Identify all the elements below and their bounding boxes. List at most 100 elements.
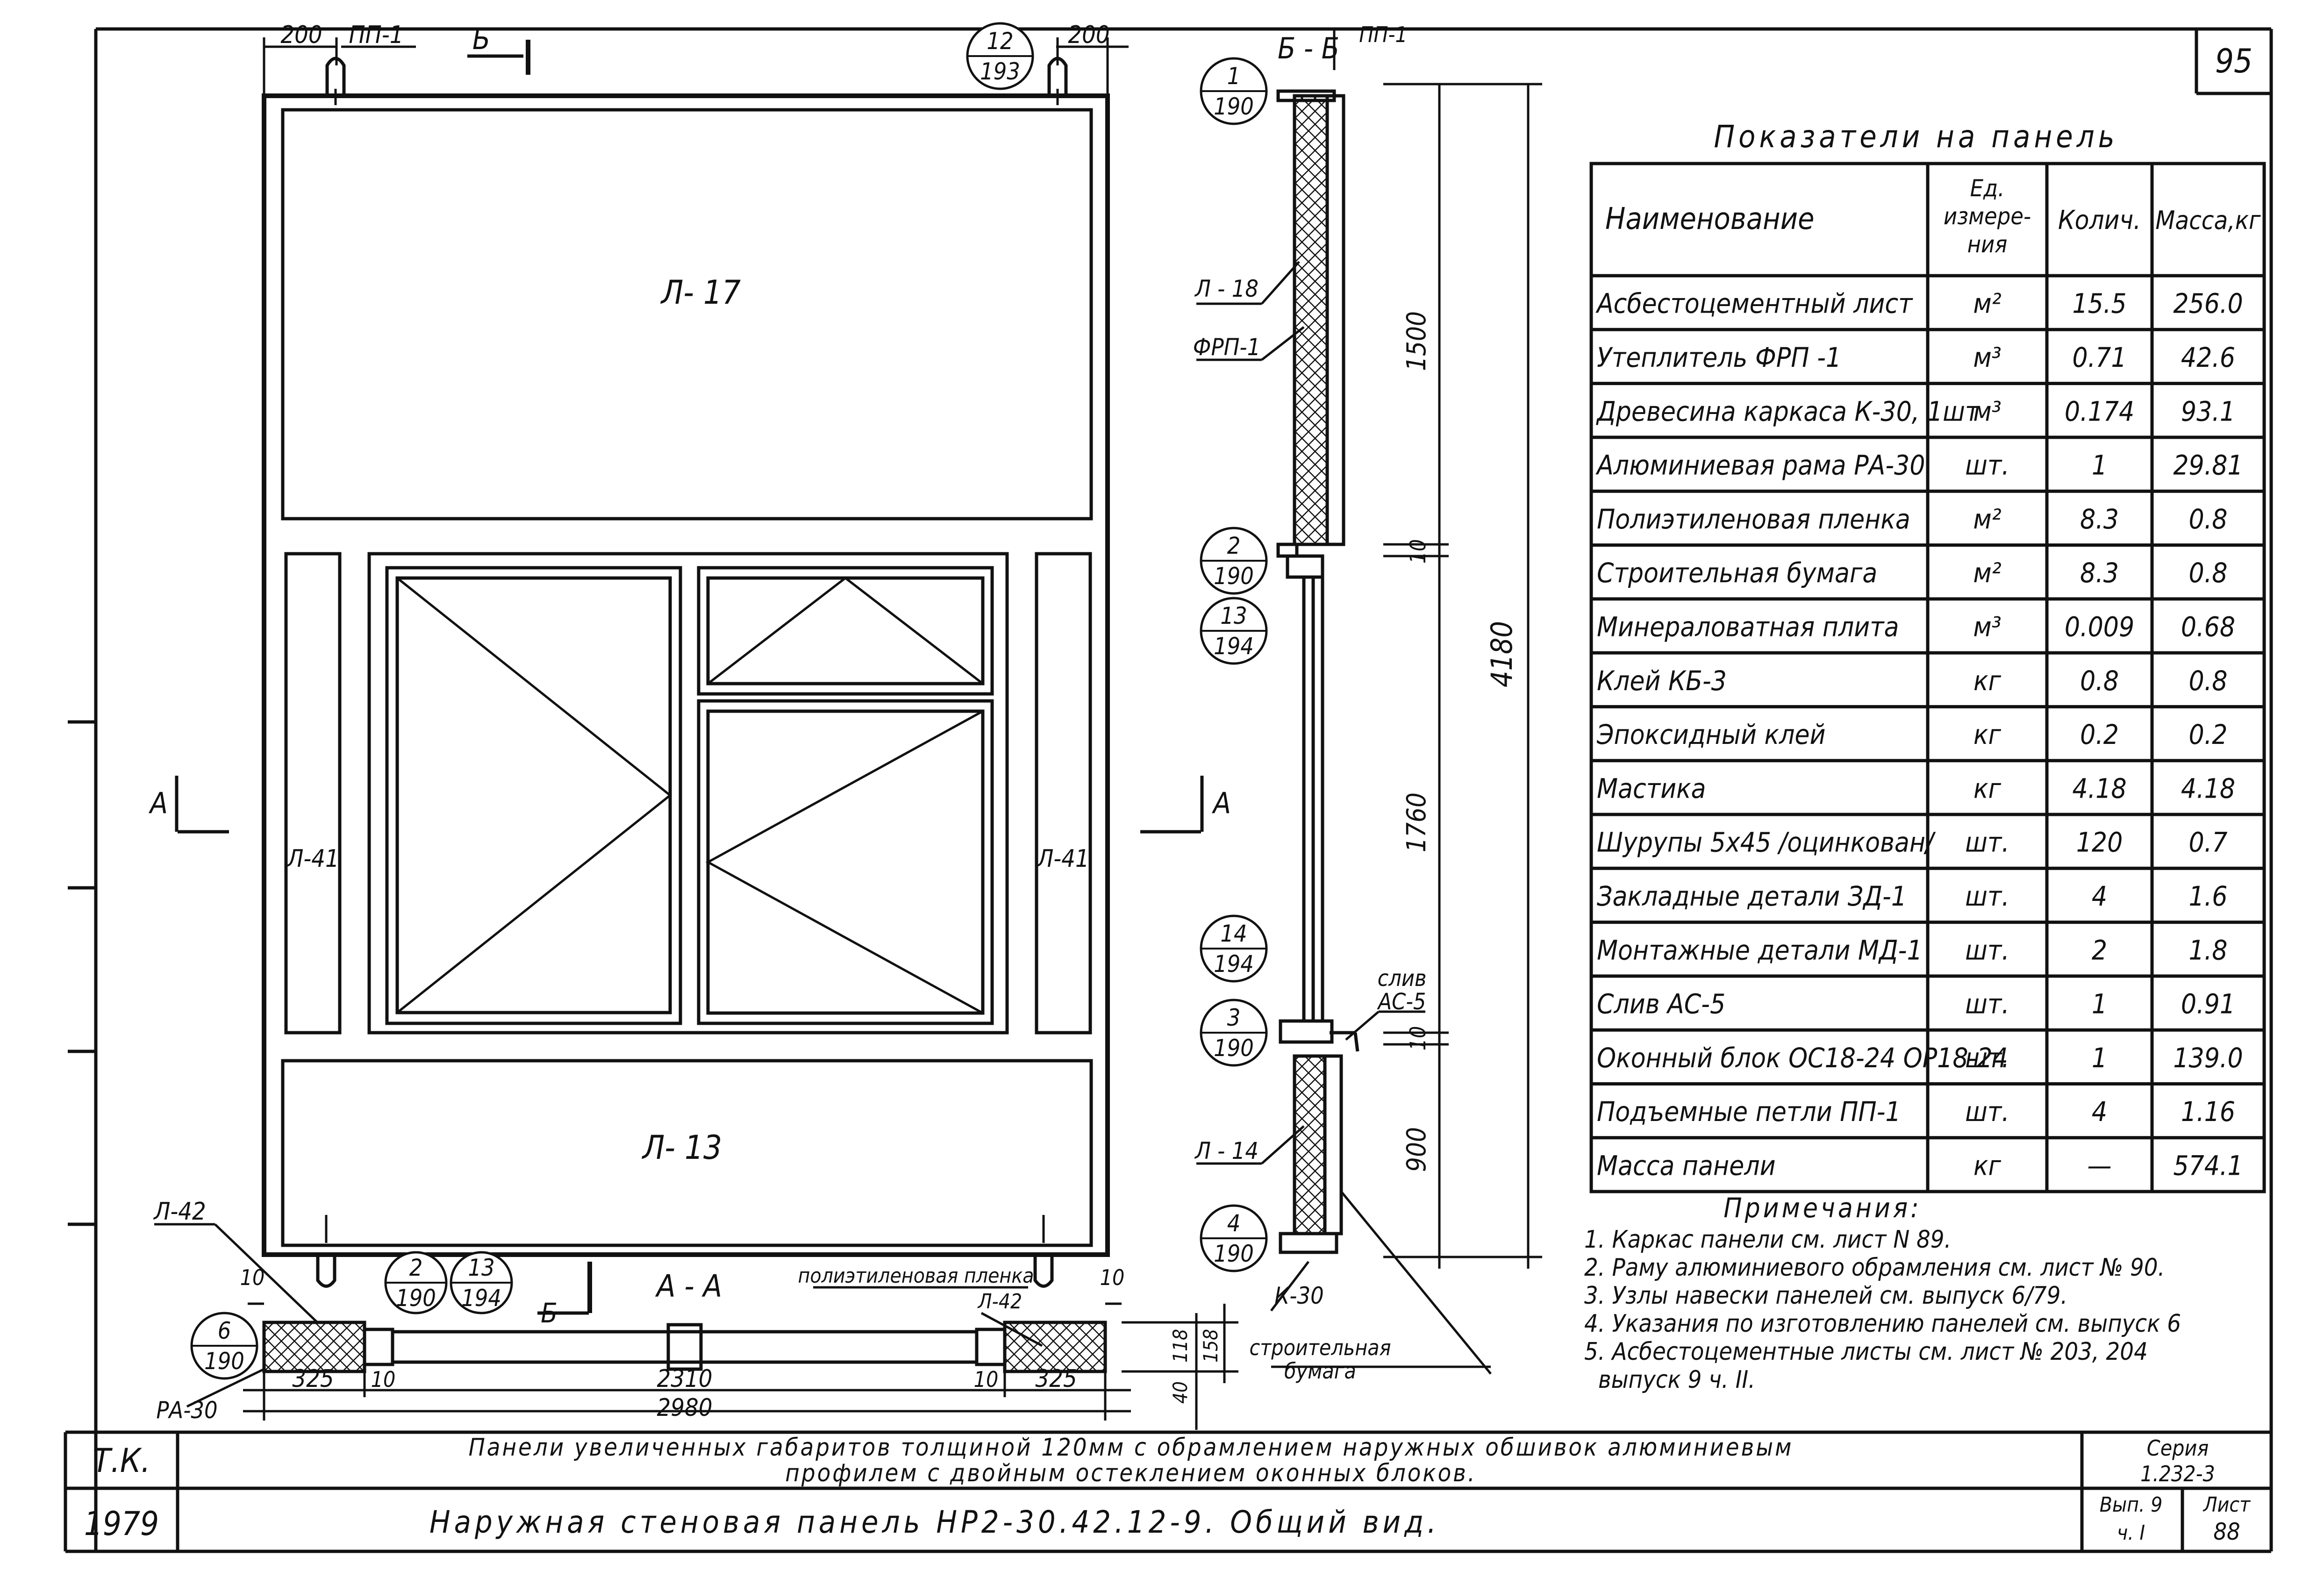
table-cell-unit: м² bbox=[1973, 557, 2001, 589]
section-letter-b: Б bbox=[472, 22, 490, 56]
table-cell-mass: 0.7 bbox=[2189, 827, 2228, 858]
bubble: 6 190 bbox=[190, 1312, 258, 1380]
bubble-top: 6 bbox=[218, 1317, 231, 1344]
plan-label-ra30: РА-30 bbox=[156, 1397, 217, 1424]
table-cell-name: Масса панели bbox=[1597, 1150, 1776, 1181]
table-cell-qty: 0.174 bbox=[2065, 395, 2134, 427]
bubble-bottom: 194 bbox=[461, 1285, 501, 1312]
section-label-l18: Л - 18 bbox=[1194, 275, 1259, 302]
loop-label-top: ПП-1 bbox=[349, 21, 403, 49]
note-item: 1. Каркас панели см. лист N 89. bbox=[1584, 1226, 1951, 1254]
note-item: 4. Указания по изготовлению панелей см. … bbox=[1584, 1310, 2181, 1338]
table-cell-unit: шт. bbox=[1965, 827, 2009, 858]
table-cell-unit: шт. bbox=[1965, 880, 2009, 912]
table-cell-mass: 0.8 bbox=[2189, 503, 2228, 535]
table-cell-qty: — bbox=[2087, 1150, 2111, 1181]
table-cell-qty: 15.5 bbox=[2072, 288, 2126, 320]
table-header-unit: Ед. bbox=[1970, 175, 2005, 202]
table-cell-mass: 1.8 bbox=[2189, 934, 2228, 966]
table-cell-name: Монтажные детали МД-1 bbox=[1597, 934, 1923, 966]
title-part: ч. I bbox=[2117, 1521, 2145, 1545]
section-label-sliv-1: слив bbox=[1378, 965, 1427, 992]
bubble: 12 193 bbox=[966, 22, 1034, 90]
table-cell-qty: 0.8 bbox=[2080, 665, 2119, 697]
bubble: 2 190 bbox=[1200, 527, 1268, 595]
table-cell-mass: 0.8 bbox=[2189, 557, 2228, 589]
bubble: 14 194 bbox=[1200, 914, 1268, 983]
table-cell-mass: 93.1 bbox=[2181, 395, 2235, 427]
table-cell-name: Древесина каркаса К-30, 1шт bbox=[1596, 395, 1980, 427]
panel-bottom-label: Л- 13 bbox=[642, 1128, 722, 1167]
bubble-bottom: 194 bbox=[1214, 950, 1254, 978]
table-cell-mass: 0.91 bbox=[2181, 988, 2235, 1020]
plan-dim-thick-a: 118 bbox=[1169, 1329, 1192, 1363]
table-cell-mass: 4.18 bbox=[2181, 772, 2235, 804]
bubble: 13 194 bbox=[450, 1251, 513, 1314]
panel-side-left-label: Л-41 bbox=[286, 845, 339, 873]
note-item: 3. Узлы навески панелей см. выпуск 6/79. bbox=[1584, 1282, 2067, 1310]
note-item: выпуск 9 ч. II. bbox=[1598, 1366, 1755, 1394]
table-cell-qty: 0.2 bbox=[2080, 719, 2119, 750]
table-cell-name: Полиэтиленовая пленка bbox=[1597, 503, 1910, 535]
table-cell-qty: 0.71 bbox=[2072, 342, 2126, 373]
table-cell-qty: 1 bbox=[2092, 1042, 2107, 1074]
bubble-bottom: 194 bbox=[1214, 633, 1254, 660]
table-cell-name: Шурупы 5х45 /оцинкован/ bbox=[1597, 827, 1936, 858]
table-cell-name: Эпоксидный клей bbox=[1596, 719, 1825, 750]
section-dim-middle: 1760 bbox=[1402, 793, 1432, 852]
section-label-l14: Л - 14 bbox=[1194, 1137, 1259, 1164]
table-cell-unit: шт. bbox=[1965, 450, 2009, 481]
table-cell-name: Утеплитель ФРП -1 bbox=[1597, 342, 1841, 373]
plan-dim-thick-c: 40 bbox=[1169, 1381, 1192, 1404]
table-cell-unit: шт. bbox=[1965, 988, 2009, 1020]
plan-film-label: полиэтиленовая пленка bbox=[798, 1264, 1034, 1288]
table-cell-mass: 42.6 bbox=[2181, 342, 2235, 373]
bubble-top: 4 bbox=[1227, 1210, 1241, 1237]
bubble-top: 3 bbox=[1227, 1004, 1241, 1031]
table-cell-unit: шт. bbox=[1965, 934, 2009, 966]
table-cell-qty: 2 bbox=[2092, 934, 2107, 966]
table-rows: НаименованиеЕд.измере-нияКолич.Масса,кгА… bbox=[1591, 175, 2264, 1181]
indicators-table bbox=[1589, 162, 2266, 1193]
plan-label-l42: Л-42 bbox=[977, 1290, 1022, 1314]
bubble-top: 2 bbox=[409, 1254, 423, 1281]
bubble: 13 194 bbox=[1200, 597, 1268, 665]
plan-dim-gap-right: 10 bbox=[974, 1367, 999, 1392]
bubble-top: 2 bbox=[1227, 532, 1241, 559]
sheet-frame bbox=[65, 27, 2273, 1553]
table-cell-unit: м³ bbox=[1973, 342, 2001, 373]
section-label-paper-1: строительная bbox=[1249, 1335, 1391, 1360]
table-cell-mass: 1.6 bbox=[2189, 880, 2228, 912]
plan-dim-gap-left: 10 bbox=[371, 1367, 396, 1392]
bubble-top: 13 bbox=[1220, 602, 1247, 629]
table-cell-mass: 139.0 bbox=[2173, 1042, 2243, 1074]
table-cell-mass: 0.8 bbox=[2189, 665, 2228, 697]
title-subtitle-2: профилем с двойным остеклением оконных б… bbox=[785, 1459, 1476, 1487]
table-header-qty: Колич. bbox=[2058, 205, 2141, 236]
table-cell-qty: 120 bbox=[2076, 827, 2123, 858]
plan-section-aa bbox=[186, 1262, 1238, 1430]
table-cell-unit: м² bbox=[1973, 288, 2001, 320]
bubble-bottom: 190 bbox=[1214, 1035, 1254, 1062]
panel-side-right-label: Л-41 bbox=[1036, 845, 1089, 873]
plan-dim-thick-b: 158 bbox=[1199, 1329, 1222, 1363]
table-cell-unit: кг bbox=[1974, 1150, 2002, 1181]
table-cell-unit: м³ bbox=[1973, 395, 2001, 427]
title-series-label: Серия bbox=[2147, 1435, 2209, 1461]
section-letter-a-left: А bbox=[149, 786, 168, 820]
section-dim-upper: 1500 bbox=[1402, 311, 1432, 371]
label-l42-elevation: Л-42 bbox=[153, 1198, 206, 1226]
table-cell-name: Мастика bbox=[1597, 772, 1706, 804]
table-cell-unit: шт. bbox=[1965, 1042, 2009, 1074]
bubble-bottom: 190 bbox=[1214, 93, 1254, 120]
section-label-frp: ФРП-1 bbox=[1193, 334, 1261, 361]
bubble: 1 190 bbox=[1200, 57, 1268, 125]
table-cell-qty: 0.009 bbox=[2065, 611, 2134, 643]
bubble-top: 14 bbox=[1220, 920, 1247, 947]
section-bb bbox=[1196, 29, 1542, 1375]
bubble-top: 1 bbox=[1227, 63, 1241, 90]
table-cell-qty: 4 bbox=[2092, 880, 2107, 912]
notes-title: Примечания: bbox=[1723, 1192, 1922, 1224]
table-header-unit: измере- bbox=[1944, 203, 2031, 230]
